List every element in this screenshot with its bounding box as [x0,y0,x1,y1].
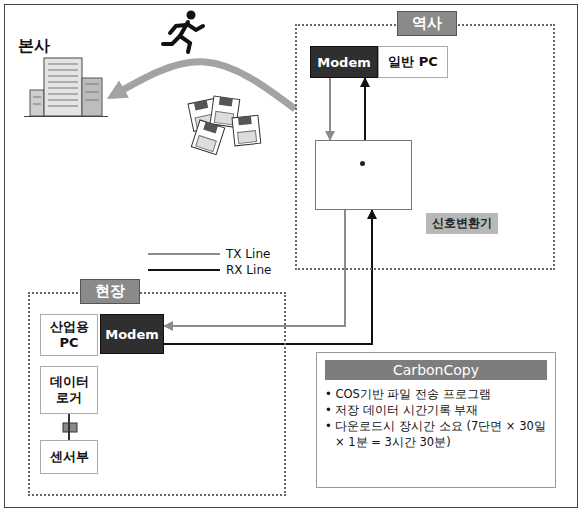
note-bullet: • 저장 데이터 시간기록 부재 [325,402,547,418]
station-region: 역사Modem일반 PC신호변환기 [295,24,555,270]
modem-box: Modem [310,46,378,78]
legend-row: TX Line [148,246,271,262]
signal-line [164,210,345,326]
box-label: 일반 PC [388,54,438,70]
logger-box: 데이터 로거 [40,366,98,414]
device-label: 신호변환기 [426,213,498,234]
transfer-arrow [112,62,295,109]
region-tab: 역사 [397,11,457,36]
node-label: 본사 [18,36,50,57]
sensor-box: 센서부 [40,440,98,474]
building-icon [24,58,108,117]
signal-line [364,78,366,140]
signal-line [68,414,70,440]
converter-device: 신호변환기 [315,140,412,210]
note-title: CarbonCopy [325,360,547,380]
pc-box: 산업용 PC [40,314,98,356]
box-label: 산업용 PC [41,319,97,352]
floppy-disks [188,96,261,155]
region-tab: 현장 [80,279,140,304]
modem-box: Modem [100,314,164,354]
pc-box: 일반 PC [378,46,448,78]
running-person-icon [163,11,203,53]
box-label: 데이터 로거 [41,374,97,407]
legend-row: RX Line [148,262,271,278]
note-box: CarbonCopy • COS기반 파일 전송 프로그램• 저장 데이터 시간기… [316,352,556,488]
box-label: Modem [105,327,159,342]
legend: TX Line RX Line [148,246,271,278]
legend-line-sample [148,265,220,275]
box-label: Modem [317,55,371,70]
legend-line-sample [148,249,220,259]
box-label: 센서부 [50,449,89,465]
hq-node: 본사 [18,36,108,118]
legend-label: TX Line [226,247,270,261]
signal-line [329,78,331,140]
note-bullet: • COS기반 파일 전송 프로그램 [325,386,547,402]
outer-frame [5,5,578,508]
legend-label: RX Line [226,263,271,277]
signal-line [164,210,372,344]
field-region: 현장산업용 PCModem데이터 로거센서부 [28,292,286,496]
note-bullet: • 다운로드시 장시간 소요 (7단면 × 30일 × 1분 = 3시간 30분… [325,418,547,450]
